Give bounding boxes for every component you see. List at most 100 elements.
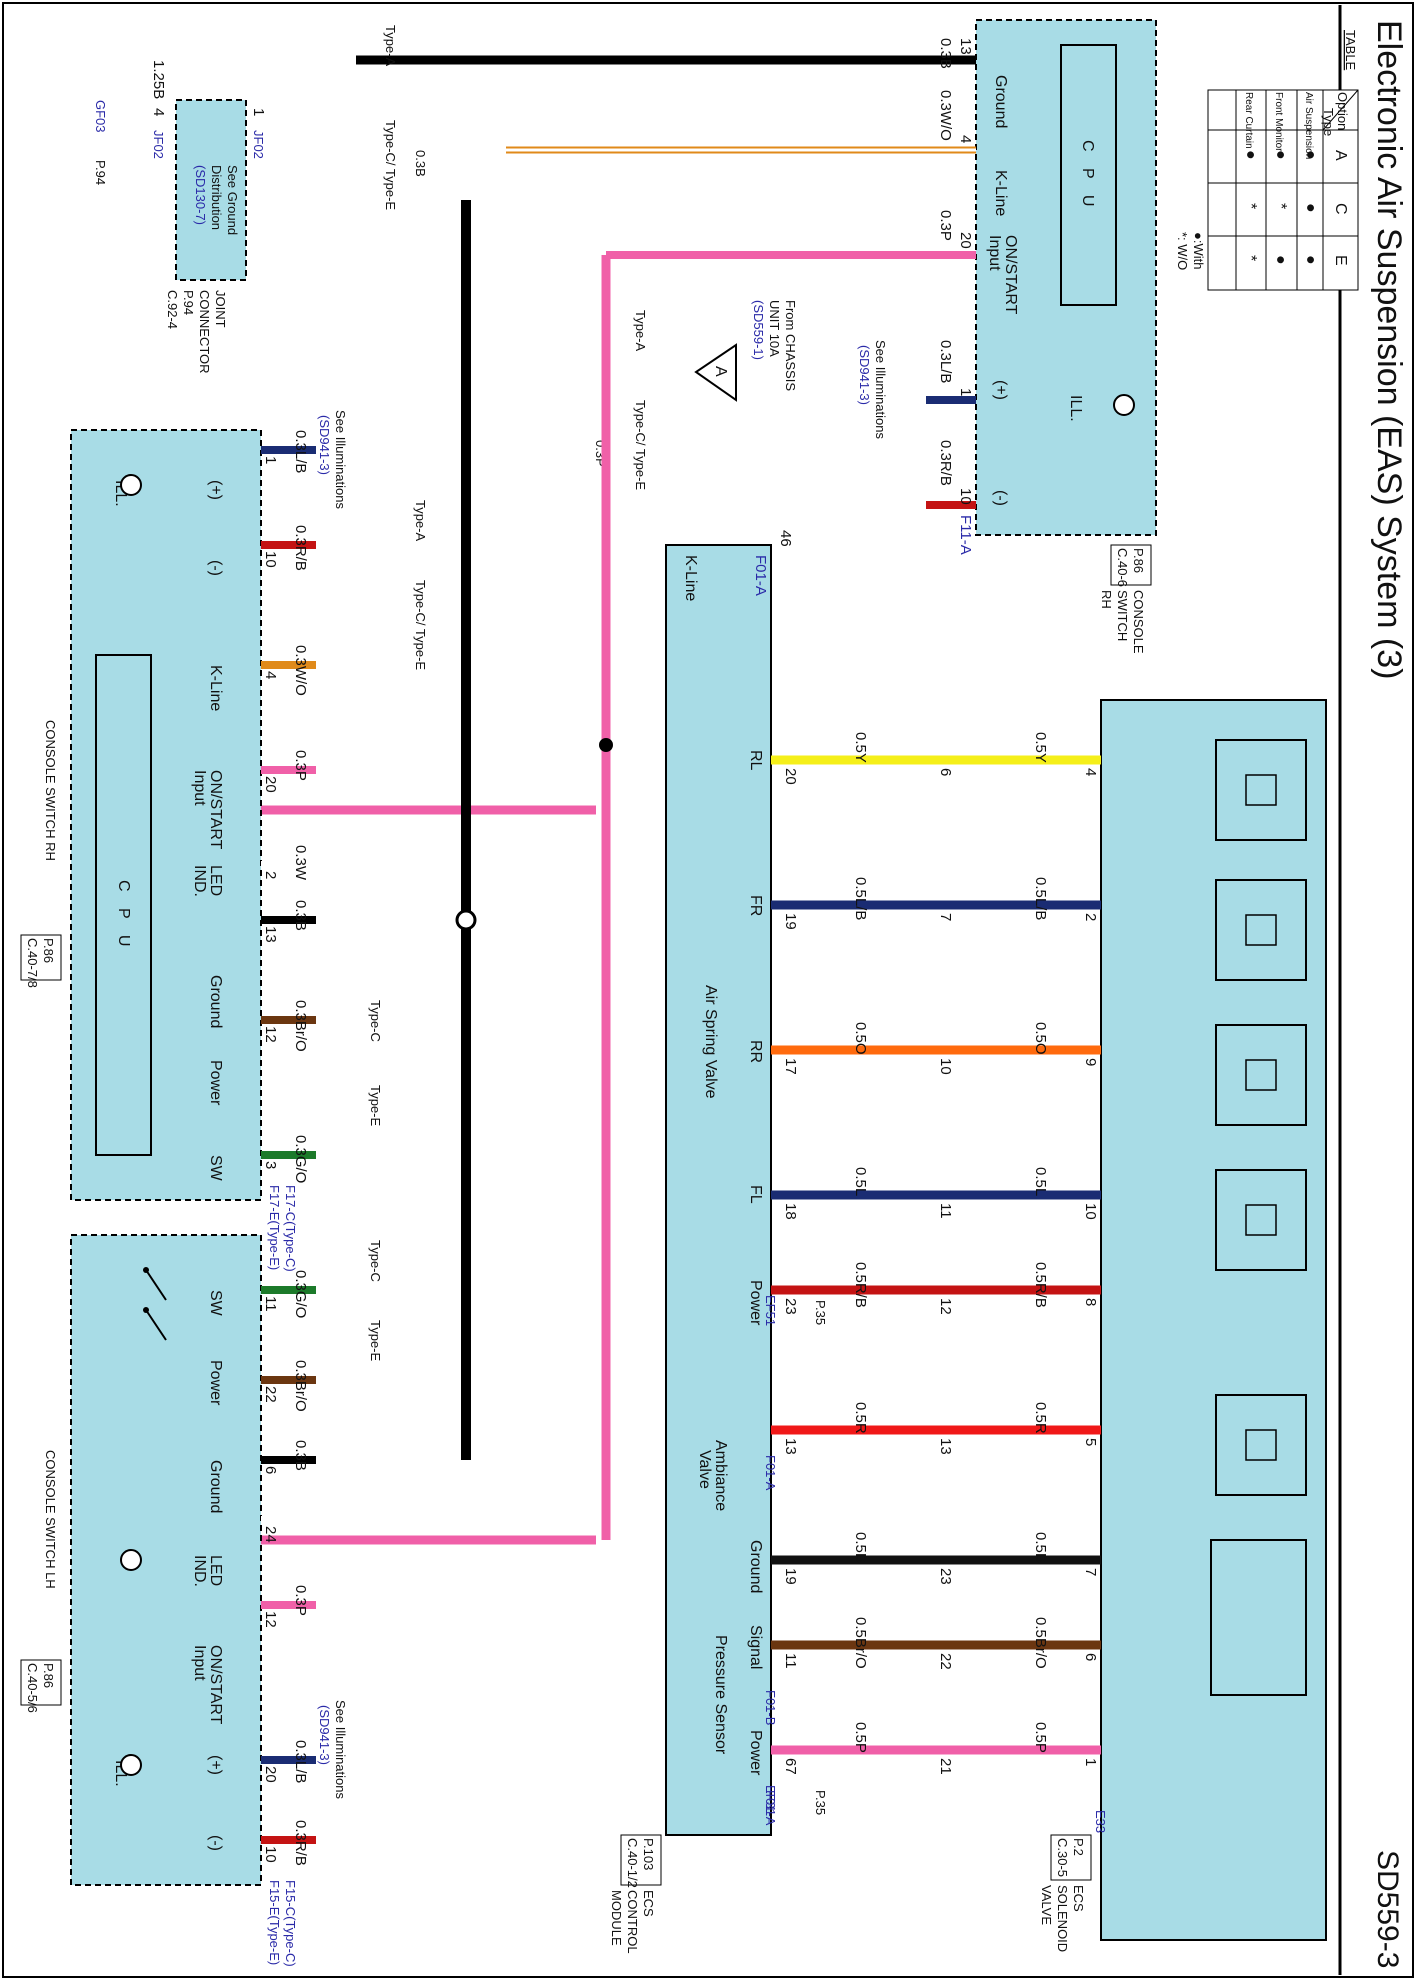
wire-spec: 0.3L/B [292,430,309,473]
pin-label: Ground [207,975,224,1028]
joint-ref: C.92-4 [165,290,180,329]
wire-spec: 0.3B [413,150,428,177]
table-cell: ● [1272,255,1289,265]
pin-label: Power [207,1060,224,1106]
pin-number: 10 [937,1058,954,1075]
minus-label: (-) [992,490,1009,506]
ref-line: C.40-5/6 [25,1663,40,1713]
pin-number: 23 [937,1568,954,1585]
coil-icon [1245,1059,1277,1091]
pin-label: ON/START [207,770,224,850]
cpu-label: C P U [115,880,132,952]
table-caption: TABLE [1343,30,1358,71]
solenoid-icon [1215,1169,1307,1271]
pin-label: Ground [207,1460,224,1513]
wire-spec: 0.3B [292,1440,309,1471]
pin-number: 20 [262,1766,279,1783]
valve-label: RL [747,750,764,771]
wire-spec: 0.3R/B [292,1820,309,1866]
coil-icon [1245,1204,1277,1236]
note-illum: See Illuminations [333,1700,348,1799]
top-wires: 13 0.3B 4 0.3W/O 20 0.3P 1 0.3L/B 10 0.3… [356,38,976,555]
ambiance-label: Valve [696,1450,713,1489]
note-illum: See Illuminations [333,410,348,509]
joint-wire: 1.25B [150,60,167,99]
valve-label: RR [747,1040,764,1063]
ref-box [20,934,62,981]
joint-connector: See Ground Distribution (SD130-7) 4 1 JF… [93,25,428,374]
minus-label: (-) [207,560,224,576]
type-a-label: Type-A [383,25,398,67]
ill-label: ILL. [1067,395,1084,422]
console-switch-lh-box [70,1234,262,1886]
pin-number: 7 [937,913,954,921]
pin-number: 10 [262,1846,279,1863]
console-switch-rh-bottom: C P U K-Line ON/START Input LED IND. Gro… [20,429,262,1201]
pin-number: 6 [937,768,954,776]
wire-spec: 0.3L/B [292,1740,309,1783]
sensor-pin-label: Power [747,1730,764,1776]
sensor-pin-label: Ground [747,1540,764,1593]
wire-spec: 0.5Y [1032,732,1049,763]
pin-number: 12 [937,1298,954,1315]
table-legend-with: ●:With [1191,232,1206,269]
wire-spec: 0.3B [937,38,954,69]
chassis-fuse: A From CHASSIS UNIT 10A (SD559-1) Type-A… [593,300,798,490]
comp-name: RH [1099,590,1114,609]
e33-label: E33 [1093,1810,1108,1833]
pin-label-input: Input [986,235,1003,271]
pin-number: 24 [262,1526,279,1543]
wire-spec: 0.5P [852,1722,869,1753]
ref-line: P.103 [641,1838,656,1870]
ref-line: C.40-1/2 [625,1838,640,1888]
wire-spec: 0.3Br/O [292,1360,309,1412]
pin-number: 4 [1082,768,1099,776]
pin-number: 6 [262,1466,279,1474]
pin-number: 5 [1082,1438,1099,1446]
table-cell: * [1272,203,1289,209]
pin-label-ground: Ground [992,75,1009,128]
joint-pin: 4 [150,108,167,116]
led-icon [120,1754,142,1776]
diagram-title: Electronic Air Suspension (EAS) System (… [1370,20,1408,679]
pin-number: 1 [262,456,279,464]
joint-pin: 1 [250,108,267,116]
pin-number: 2 [1082,913,1099,921]
rh-conn: F17-E(Type-E) [267,1185,282,1270]
comp-name: CONSOLE [1131,590,1146,654]
type-e-label: Type-E [368,1320,383,1362]
table-row-label: Front Monitor [1273,92,1284,152]
wire-spec: 0.5L [852,1167,869,1196]
comp-name: ECS [641,1890,656,1917]
ef31-label: EF31 [763,1785,778,1816]
wire-spec: 0.5Br/O [852,1617,869,1669]
wire-spec: 0.3Br/O [292,1000,309,1052]
note-illum: See Illuminations [873,340,888,439]
pin-label: SW [207,1290,224,1317]
pin-label: ON/START [207,1645,224,1725]
solenoid-icon [1215,879,1307,981]
comp-name: CONSOLE SWITCH LH [43,1450,58,1589]
joint-note: See Ground [225,165,240,235]
pin-number: 6 [1082,1653,1099,1661]
joint-note-ref: (SD130-7) [193,165,208,225]
kline-conn: F01-A [752,555,769,596]
pin-label: Power [207,1360,224,1406]
pin-label: IND. [191,1555,208,1587]
pin-number: 20 [782,768,799,785]
ground-id: GF03 [93,100,108,133]
pin-number: 2 [262,871,279,879]
fuse-triangle [694,343,737,402]
comp-name: SWITCH [1115,590,1130,641]
kline-pin: 46 [777,530,794,547]
lh-conn: F15-E(Type-E) [267,1880,282,1965]
table-corner-type: Type [1321,108,1336,136]
type-ce-label: Type-C/ Type-E [633,400,648,490]
pin-number: 17 [782,1058,799,1075]
note-illum-ref: (SD941-3) [317,1705,332,1765]
type-a-label: Type-A [633,310,648,352]
pin-number: 11 [937,1203,954,1219]
f01a-pow: F01-A [763,1790,778,1826]
